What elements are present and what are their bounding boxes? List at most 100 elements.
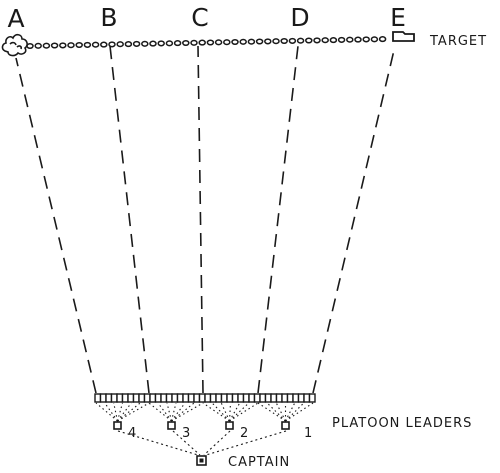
point-label-d: D: [290, 3, 309, 32]
control-dot-line: [171, 402, 186, 422]
squad-box: [286, 393, 294, 403]
control-dot-line: [229, 402, 241, 422]
platoon-leader-4-marker: [113, 421, 122, 430]
firing-line: [94, 393, 316, 403]
target-link: [321, 37, 329, 44]
squad-box: [253, 393, 261, 403]
control-dot-line: [211, 402, 230, 422]
captain-lines: [117, 430, 287, 456]
target-link: [280, 37, 288, 45]
target-link: [296, 37, 305, 44]
squad-box: [99, 393, 107, 403]
control-dot-line: [170, 402, 177, 422]
squad-box: [292, 393, 300, 403]
target-link: [173, 40, 182, 47]
control-dot-line: [95, 402, 118, 422]
control-dot-line: [229, 402, 250, 422]
squad-box: [127, 393, 135, 403]
target-link: [132, 40, 141, 47]
target-link: [264, 38, 272, 45]
target-link: [255, 38, 264, 45]
squad-box: [209, 393, 217, 403]
squad-box: [226, 393, 234, 403]
control-dot-line: [117, 402, 132, 422]
target-link: [362, 36, 370, 43]
platoon-leader-2-marker: [225, 421, 234, 430]
squad-box: [297, 393, 305, 403]
control-dot-line: [171, 402, 195, 422]
squad-box: [259, 393, 267, 403]
squad-box: [143, 393, 151, 403]
line-to-a: [15, 57, 97, 394]
platoon-number-1: 1: [304, 426, 312, 441]
squad-box: [138, 393, 146, 403]
squad-box: [308, 393, 316, 403]
captain-label: CAPTAIN: [228, 455, 290, 468]
squad-box: [110, 393, 118, 403]
squad-box: [264, 393, 272, 403]
target-link: [124, 41, 133, 48]
control-lines: [95, 402, 314, 422]
target-link: [337, 36, 346, 43]
platoon-leaders: [113, 421, 290, 430]
line-to-c: [197, 45, 204, 394]
target-link: [346, 36, 354, 43]
sighting-lines: [15, 45, 396, 394]
target-link: [272, 38, 280, 45]
target-link: [59, 42, 67, 49]
house-icon: [392, 31, 415, 42]
control-dot-line: [275, 402, 286, 422]
target-link: [42, 42, 51, 49]
squad-box: [116, 393, 124, 403]
point-label-b: B: [100, 3, 117, 32]
squad-box: [215, 393, 223, 403]
squad-box: [198, 393, 206, 403]
control-dot-line: [229, 402, 259, 422]
platoon-leaders-label: PLATOON LEADERS: [332, 416, 472, 431]
target-link: [50, 42, 59, 49]
control-dot-line: [228, 402, 232, 422]
squad-box: [160, 393, 168, 403]
target-link: [91, 41, 100, 48]
control-dot-line: [117, 402, 150, 422]
control-dot-line: [266, 402, 286, 422]
squad-box: [149, 393, 157, 403]
target-link: [165, 40, 174, 47]
squad-box: [154, 393, 162, 403]
squad-box: [231, 393, 239, 403]
squad-box: [303, 393, 311, 403]
squad-box: [281, 393, 289, 403]
target-link: [157, 40, 165, 47]
squad-box: [242, 393, 250, 403]
control-dot-line: [257, 402, 286, 422]
control-dot-line: [285, 402, 305, 422]
target-link: [149, 40, 157, 47]
platoon-number-3: 3: [182, 426, 190, 441]
target-link: [313, 37, 321, 44]
squad-box: [204, 393, 212, 403]
point-label-e: E: [390, 3, 406, 32]
point-label-c: C: [191, 3, 208, 32]
control-dot-line: [148, 402, 172, 422]
control-dot-line: [220, 402, 231, 422]
captain-marker: [196, 455, 207, 466]
squad-box: [176, 393, 184, 403]
target-link: [223, 39, 231, 46]
target-label: TARGET: [429, 34, 487, 49]
squad-box: [165, 393, 173, 403]
squad-box: [171, 393, 179, 403]
platoon-leader-1-marker: [281, 421, 290, 430]
target-link: [190, 39, 198, 46]
target-link: [214, 39, 223, 46]
target-link: [182, 39, 190, 47]
target-link: [198, 39, 206, 46]
target-link: [141, 40, 149, 47]
target-link: [231, 38, 239, 46]
control-dot-line: [166, 402, 173, 422]
squad-box: [275, 393, 283, 403]
squad-box: [182, 393, 190, 403]
target-link: [370, 36, 379, 43]
control-dot-line: [117, 402, 141, 422]
squad-box: [105, 393, 113, 403]
